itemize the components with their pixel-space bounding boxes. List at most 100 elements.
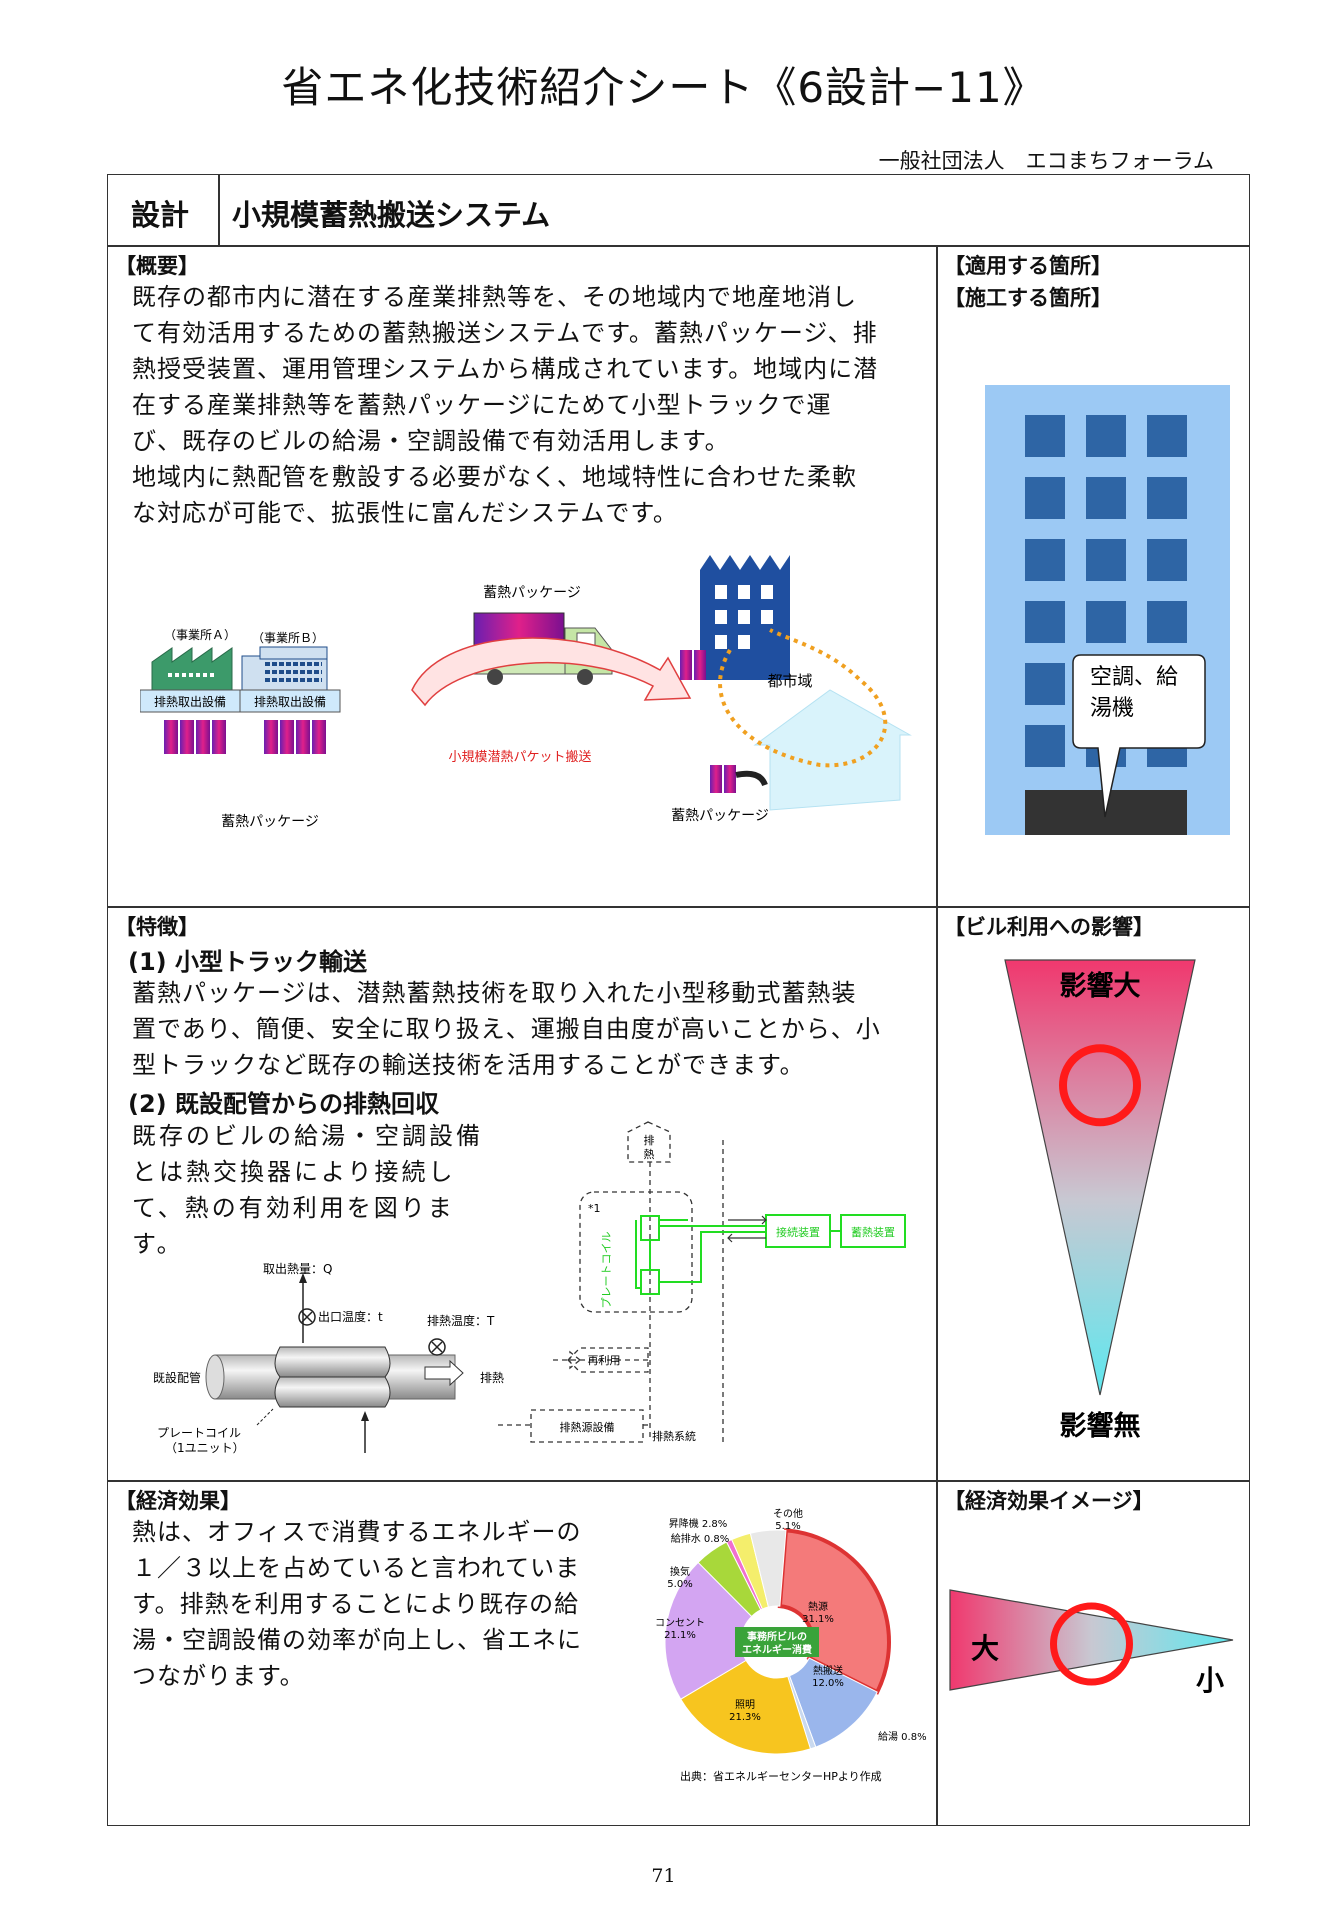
text-line: 地域内に熱配管を敷設する必要がなく、地域特性に合わせた柔軟 xyxy=(132,463,857,491)
impact-label: 【ビル利用への影響】 xyxy=(944,915,1154,939)
exhaust-vertical-label: 排熱 xyxy=(644,1133,655,1161)
flow-arrow-icon xyxy=(424,1359,464,1387)
pie-slice-label: 換気 xyxy=(670,1565,690,1578)
impact-level-marker xyxy=(1059,1044,1141,1127)
office-building-icon xyxy=(241,646,328,691)
pie-slice-value: 31.1% xyxy=(802,1614,834,1625)
text-line: １／３以上を占めていると言われていま xyxy=(132,1554,581,1582)
pie-slice xyxy=(749,1529,787,1608)
pie-slice-label: 熱源 xyxy=(808,1600,828,1613)
pie-slice-value: 5.0% xyxy=(667,1579,692,1590)
pie-slice-value: 12.0% xyxy=(812,1678,844,1689)
pie-center-label: エネルギー消費 xyxy=(742,1643,812,1656)
text-line: て、熱の有効利用を図りま xyxy=(132,1194,455,1222)
plate-coil-label: プレートコイル xyxy=(157,1426,241,1440)
office-b-label: （事業所Ｂ） xyxy=(252,631,324,645)
economic-triangle xyxy=(949,1589,1234,1691)
feature-2-title: (2) 既設配管からの排熱回収 xyxy=(128,1090,439,1118)
existing-pipe-label: 既設配管 xyxy=(153,1370,201,1385)
connection-device-label: 接続装置 xyxy=(776,1225,820,1239)
text-line: 蓄熱パッケージは、潜熱蓄熱技術を取り入れた小型移動式蓄熱装 xyxy=(132,979,857,1007)
pie-slice-value: 21.1% xyxy=(664,1630,696,1641)
text-line: 既存のビルの給湯・空調設備 xyxy=(132,1122,483,1150)
text-line: 在する産業排熱等を蓄熱パッケージにためて小型トラックで運 xyxy=(132,391,832,419)
feature-1-title: (1) 小型トラック輸送 xyxy=(128,948,367,976)
category-label: 設計 xyxy=(131,198,190,232)
transport-label: 小規模潜熱パケット搬送 xyxy=(448,750,591,765)
economic-image-label: 【経済効果イメージ】 xyxy=(944,1489,1154,1513)
pie-slice-label: コンセント xyxy=(655,1617,705,1629)
organization: 一般社団法人 エコまちフォーラム xyxy=(878,149,1214,173)
packages-left-label: 蓄熱パッケージ xyxy=(221,814,319,830)
pie-center-label: 事務所ビルの xyxy=(747,1630,807,1643)
plate-coil-vertical-label: プレートコイル xyxy=(600,1232,613,1309)
pie-slice xyxy=(777,1528,891,1695)
packages-right-label: 蓄熱パッケージ xyxy=(671,808,769,824)
pie-slice-value: 5.1% xyxy=(775,1521,800,1532)
storage-package-icon xyxy=(680,650,768,793)
overview-text: 既存の都市内に潜在する産業排熱等を、その地域内で地産地消し て有効活用するための… xyxy=(132,279,932,531)
text-line: 熱は、オフィスで消費するエネルギーの xyxy=(132,1518,582,1546)
sheet-frame xyxy=(107,174,1250,1826)
vertical-char: 熱 xyxy=(644,1148,655,1161)
page-number: 71 xyxy=(651,1865,676,1887)
callout-line: 空調、給 xyxy=(1090,665,1178,690)
pie-slices xyxy=(664,1528,891,1755)
economic-level-marker xyxy=(1050,1602,1133,1686)
outlet-temp-label: 出口温度：t xyxy=(318,1309,383,1324)
storage-package-icon xyxy=(164,720,326,754)
equipment-a-label: 排熱取出設備 xyxy=(154,694,226,709)
heat-taken-label: 取出熱量：Q xyxy=(263,1262,332,1276)
text-line: 既存の都市内に潜在する産業排熱等を、その地域内で地産地消し xyxy=(132,283,857,311)
impact-top-label: 影響大 xyxy=(1060,970,1141,1002)
pie-center-box xyxy=(735,1627,819,1657)
applied-location-label: 【適用する箇所】 xyxy=(944,254,1112,278)
text-line: す。排熱を利用することにより既存の給 xyxy=(132,1590,580,1618)
pie-slice-label: 給湯 0.8% xyxy=(878,1730,927,1743)
divider xyxy=(218,174,220,245)
technology-name: 小規模蓄熱搬送システム xyxy=(232,198,551,232)
mark-label: *1 xyxy=(588,1202,601,1215)
impact-triangle xyxy=(1004,959,1196,1396)
divider xyxy=(107,1480,1250,1482)
features-label: 【特徴】 xyxy=(115,915,199,939)
exhaust-label: 排熱 xyxy=(480,1371,504,1385)
sensor-icon xyxy=(428,1338,446,1356)
storage-device-label: 蓄熱装置 xyxy=(851,1226,895,1239)
factory-icon xyxy=(151,647,233,691)
economic-label: 【経済効果】 xyxy=(115,1489,241,1513)
pie-slice-label: 照明 xyxy=(735,1699,755,1711)
building-illustration: 空調、給 湯機 xyxy=(985,385,1230,835)
vertical-char: 排 xyxy=(644,1133,655,1147)
circulation-loop xyxy=(718,628,888,768)
impact-bottom-label: 影響無 xyxy=(1060,1410,1141,1442)
feature-1-text: 蓄熱パッケージは、潜熱蓄熱技術を取り入れた小型移動式蓄熱装 置であり、簡便、安全… xyxy=(132,975,932,1083)
text-line: び、既存のビルの給湯・空調設備で有効活用します。 xyxy=(132,427,730,455)
divider xyxy=(107,245,1250,247)
economic-large-label: 大 xyxy=(971,1632,999,1665)
source-equipment-label: 排熱源設備 xyxy=(560,1420,615,1434)
callout-line: 湯機 xyxy=(1090,696,1134,721)
chart-source: 出典：省エネルギーセンターHPより作成 xyxy=(680,1769,882,1783)
flow-diagram: 排熱 再利用 排熱源設備 排熱系統 *1 プレートコイル 接続装置 蓄熱装置 xyxy=(498,1121,906,1445)
construction-location-label: 【施工する箇所】 xyxy=(944,286,1112,310)
city-building-icon xyxy=(700,555,790,680)
pipe-diagram: 取出熱量：Q 出口温度：t 排熱温度：T 既設配管 排熱 プレートコイル （1ユ… xyxy=(153,1262,504,1455)
text-line: 熱授受装置、運用管理システムから構成されています。地域内に潜 xyxy=(132,355,879,383)
divider xyxy=(107,906,1250,908)
overview-label: 【概要】 xyxy=(115,254,199,278)
equipment-b-label: 排熱取出設備 xyxy=(254,694,326,709)
economic-text: 熱は、オフィスで消費するエネルギーの １／３以上を占めていると言われていま す。… xyxy=(132,1514,632,1694)
pie-slice-label: その他 xyxy=(773,1507,803,1520)
text-line: す。 xyxy=(132,1230,184,1258)
text-line: 置であり、簡便、安全に取り扱え、運搬自由度が高いことから、小 xyxy=(132,1015,881,1043)
text-line: な対応が可能で、拡張性に富んだシステムです。 xyxy=(132,499,678,527)
text-line: て有効活用するための蓄熱搬送システムです。蓄熱パッケージ、排 xyxy=(132,319,878,347)
city-area-label: 都市域 xyxy=(767,672,812,690)
transport-arrow xyxy=(411,637,692,707)
text-line: つながります。 xyxy=(132,1662,305,1690)
text-line: とは熱交換器により接続し xyxy=(132,1158,456,1186)
unit-label: （1ユニット） xyxy=(165,1441,245,1455)
